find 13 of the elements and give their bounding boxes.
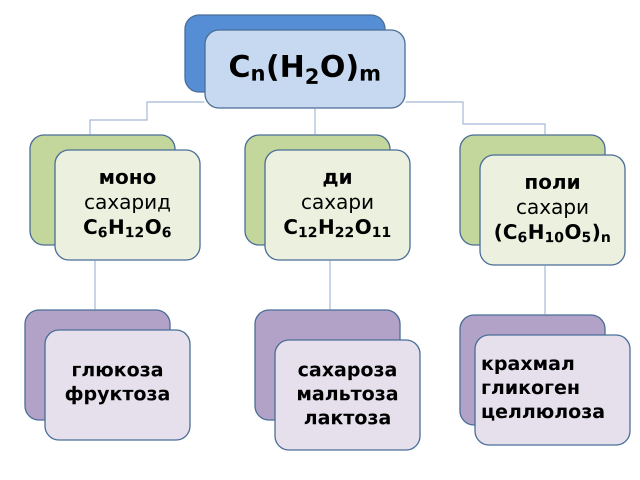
stacked-card: крахмал гликоген целлюлоза — [459, 314, 631, 446]
connector-line — [314, 108, 316, 134]
connector-line — [89, 101, 204, 134]
connector-line — [544, 266, 546, 314]
connector-line — [406, 101, 546, 134]
connector-line — [329, 260, 331, 310]
stacked-card: ди сахари C$_{12}$H$_{22}$O$_{11}$ — [244, 134, 411, 261]
stacked-card: моно сахарид C$_{6}$H$_{12}$O$_{6}$ — [29, 134, 201, 261]
stacked-card: поли сахари (C$_{6}$H$_{10}$O$_{5}$)$_{n}$ — [459, 134, 626, 266]
stacked-card: сахароза мальтоза лактоза — [254, 309, 421, 451]
connector-line — [94, 260, 96, 310]
stacked-card: C$_{n}$(H$_{2}$O)$_{m}$ — [184, 14, 406, 109]
stacked-card: глюкоза фруктоза — [24, 309, 191, 441]
